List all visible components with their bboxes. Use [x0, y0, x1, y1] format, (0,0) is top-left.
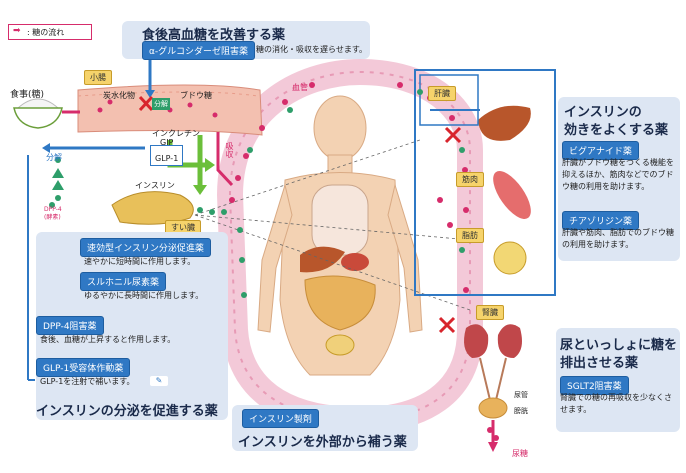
secretion-desc4: GLP-1を注射で補います。 — [40, 377, 135, 386]
kidney-graphic-right — [497, 324, 522, 358]
sensitivity-desc1: 肝臓がブドウ糖をつくる機能を抑えるほか、筋肉などでのブドウ糖の利用を助けます。 — [562, 158, 674, 191]
bladder-graphic — [478, 397, 508, 419]
gip-label: GIP — [160, 138, 174, 147]
liver-graphic — [478, 105, 531, 141]
sugar-dots — [97, 82, 499, 441]
kidney-label: 腎臓 — [476, 305, 504, 320]
ureter-label: 尿管 — [514, 391, 528, 399]
decompose-tag: 分解 — [152, 98, 170, 110]
urine-panel: 尿といっしょに糖を 排出させる薬 SGLT2阻害薬 腎臓での糖の再吸収を少なくさ… — [556, 328, 680, 432]
secretion-desc3: 食後、血糖が上昇すると作用します。 — [40, 335, 176, 344]
sensitivity-drug2-pill[interactable]: チアゾリジン薬 — [562, 211, 640, 230]
liver-label: 肝臓 — [428, 86, 456, 101]
muscle-graphic — [493, 171, 531, 219]
bladder-label: 膀胱 — [514, 407, 528, 415]
insulin-dots — [49, 89, 465, 298]
absorb-label: 吸収 — [225, 142, 234, 158]
urine-sugar-label: 尿糖 — [512, 449, 528, 458]
secretion-drug3-pill[interactable]: DPP-4阻害薬 — [36, 316, 104, 335]
pancreas-graphic — [111, 191, 194, 225]
postmeal-title: 食後高血糖を改善する薬 — [142, 28, 286, 43]
urine-desc: 腎臓での糖の再吸収を少なくさせます。 — [560, 393, 672, 414]
incretin-label: インクレチン — [152, 129, 200, 138]
secretion-desc2: ゆるやかに長時間に作用します。 — [84, 291, 204, 300]
blood-vessel-label: 血管 — [292, 83, 308, 92]
breakdown-label: 分解 — [46, 153, 62, 162]
secretion-panel: 速効型インスリン分泌促進薬 速やかに短時間に作用します。 スルホニル尿素薬 ゆる… — [36, 232, 228, 420]
fat-graphic — [493, 241, 527, 275]
muscle-label: 筋肉 — [456, 172, 484, 187]
organ-box — [414, 69, 556, 296]
legend-arrow-icon: ➡ — [13, 26, 21, 36]
secretion-drug2-pill[interactable]: スルホニル尿素薬 — [80, 272, 167, 291]
postmeal-panel: 食後高血糖を改善する薬 α-グルコシダーゼ阻害薬 糖の消化・吸収を遅らせます。 — [122, 21, 370, 60]
glucose-label: ブドウ糖 — [180, 91, 212, 100]
sensitivity-desc2: 肝臓や筋肉、脂肪でのブドウ糖の利用を助けます。 — [562, 228, 674, 249]
glp1-label: GLP-1 — [155, 154, 179, 163]
sensitivity-drug1-pill[interactable]: ビグアナイド薬 — [562, 141, 639, 160]
secretion-drug4-pill[interactable]: GLP-1受容体作動薬 — [36, 358, 131, 377]
external-drug-pill[interactable]: インスリン製剤 — [242, 409, 319, 428]
meal-label: 食事(糖) — [10, 90, 45, 100]
intestine-label: 小腸 — [84, 70, 112, 85]
glp1-tag: GLP-1 — [150, 145, 184, 166]
urine-drug-pill[interactable]: SGLT2阻害薬 — [560, 376, 629, 395]
insulin-label: インスリン — [135, 181, 175, 190]
external-title: インスリンを外部から補う薬 — [238, 435, 407, 450]
rice-bowl-graphic — [13, 98, 63, 129]
human-body — [257, 95, 423, 376]
syringe-icon: ✎ — [150, 376, 168, 386]
sensitivity-title-1: インスリンの — [564, 105, 642, 120]
secretion-title: インスリンの分泌を促進する薬 — [36, 404, 218, 419]
urine-title-2: 排出させる薬 — [560, 356, 639, 371]
inner-organs — [300, 184, 376, 356]
carb-label: 炭水化物 — [103, 91, 135, 100]
secretion-desc1: 速やかに短時間に作用します。 — [84, 257, 196, 266]
legend-text: : 糖の流れ — [27, 28, 65, 37]
postmeal-desc: 糖の消化・吸収を遅らせます。 — [256, 45, 368, 54]
postmeal-drug-pill[interactable]: α-グルコシダーゼ阻害薬 — [142, 41, 256, 60]
block-marks — [138, 95, 462, 334]
sensitivity-panel: インスリンの 効きをよくする薬 ビグアナイド薬 肝臓がブドウ糖をつくる機能を抑え… — [558, 97, 680, 261]
decompose-label: 分解 — [154, 100, 168, 108]
legend: ➡ : 糖の流れ — [8, 24, 92, 40]
urine-title-1: 尿といっしょに糖を — [560, 338, 678, 353]
sensitivity-title-2: 効きをよくする薬 — [564, 123, 669, 138]
dpp4-enzyme-label: DPP-4 (酵素) — [44, 206, 62, 221]
external-panel: インスリン製剤 インスリンを外部から補う薬 — [232, 405, 418, 451]
kidney-graphic-left — [464, 324, 489, 358]
secretion-drug1-pill[interactable]: 速効型インスリン分泌促進薬 — [80, 238, 211, 257]
fat-label: 脂肪 — [456, 228, 484, 243]
